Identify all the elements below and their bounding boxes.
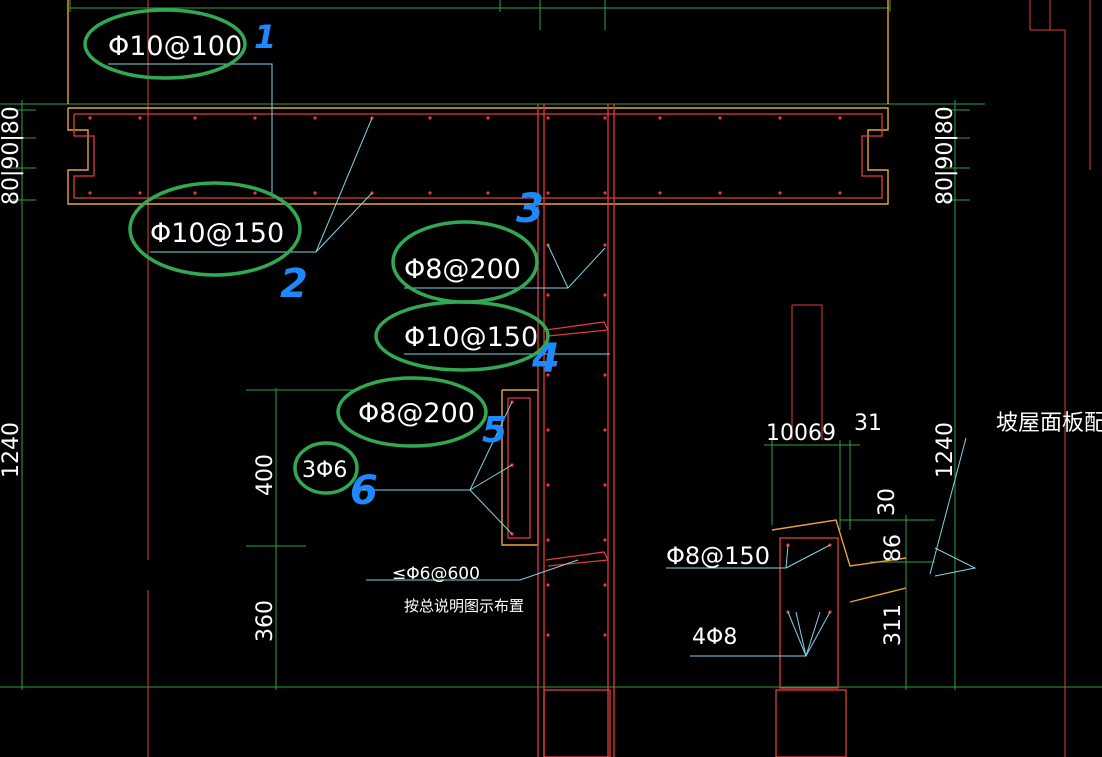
rebar-outlines (73, 104, 883, 757)
highlight-ellipse-2 (128, 181, 302, 277)
dim-right-main: 1240 (933, 422, 958, 478)
rebar-label-3: Φ8@200 (404, 254, 521, 285)
highlight-ellipse-6 (293, 441, 359, 495)
dim-30: 30 (875, 488, 900, 516)
dim-360: 360 (253, 600, 278, 642)
handwritten-numbers: 1 2 3 4 5 6 (254, 18, 560, 514)
leader-lines (108, 63, 977, 657)
dim-left-top: 80|90|80 (0, 106, 24, 205)
rebar-label-6: 3Φ6 (302, 458, 347, 483)
concrete-outlines (67, 0, 907, 603)
highlight-ellipses (83, 8, 550, 495)
slope-roof-label: 坡屋面板配筋 (996, 411, 1102, 436)
secondary-labels: ≤Φ6@600 按总说明图示布置 Φ8@150 4Φ8 坡屋面板配筋 (392, 411, 1102, 650)
rebar-label-4: Φ10@150 (404, 322, 538, 353)
dimension-lines (0, 0, 1102, 690)
dim-400: 400 (253, 454, 278, 496)
rebar-label-1: Φ10@100 (108, 31, 242, 62)
dim-31: 31 (854, 411, 882, 436)
highlight-ellipse-4 (374, 300, 550, 372)
rebar-labels: Φ10@100 Φ10@150 Φ8@200 Φ10@150 Φ8@200 3Φ… (108, 31, 538, 483)
rebar-label-2: Φ10@150 (150, 218, 284, 249)
dim-right-top: 80|90|80 (933, 106, 958, 205)
handwritten-number-5: 5 (482, 410, 507, 451)
handwritten-number-1: 1 (254, 18, 276, 56)
dim-left-main: 1240 (0, 422, 24, 478)
rebar-label-5: Φ8@200 (358, 398, 475, 429)
highlight-ellipse-5 (336, 376, 488, 448)
handwritten-number-6: 6 (350, 468, 378, 514)
dim-100: 100 (766, 421, 808, 446)
axis-lines (147, 0, 1091, 757)
layout-note: 按总说明图示布置 (404, 597, 524, 615)
handwritten-number-4: 4 (531, 336, 560, 382)
dim-311: 311 (881, 604, 906, 646)
highlight-ellipse-1 (83, 8, 247, 80)
dim-86: 86 (881, 534, 906, 562)
right-bars-label: 4Φ8 (692, 625, 737, 650)
tie-label: ≤Φ6@600 (392, 564, 480, 584)
handwritten-number-2: 2 (280, 261, 308, 307)
right-stirrup-label: Φ8@150 (666, 542, 770, 570)
handwritten-number-3: 3 (516, 186, 544, 232)
dimension-texts: 80|90|80 1240 80|90|80 1240 400 360 100 … (0, 106, 958, 646)
dim-69: 69 (808, 421, 836, 446)
